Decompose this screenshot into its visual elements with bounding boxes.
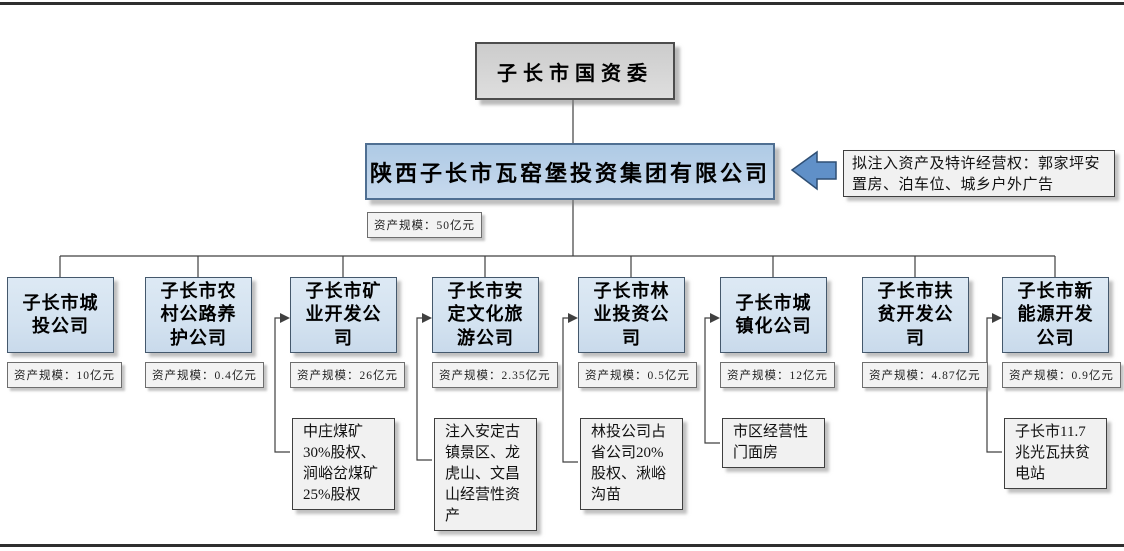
- subsidiary-injected-assets-note: 林投公司占省公司20%股权、湫峪沟苗: [580, 418, 683, 510]
- subsidiary-column: 子长市新能源开发公司 资产规模：0.9亿元 子长市11.7兆光瓦扶贫电站: [1002, 277, 1121, 489]
- root-org-box: 子长市国资委: [475, 42, 675, 100]
- subsidiary-box: 子长市扶贫开发公司: [862, 277, 969, 353]
- page-top-rule: [0, 2, 1124, 5]
- subsidiary-name: 子长市农村公路养护公司: [160, 280, 237, 348]
- subsidiary-box: 子长市矿业开发公司: [290, 277, 397, 353]
- subsidiary-box: 子长市城投公司: [7, 277, 114, 353]
- root-org-label: 子长市国资委: [497, 62, 653, 85]
- subsidiary-name: 子长市扶贫开发公司: [877, 280, 954, 348]
- subsidiary-asset-scale-badge: 资产规模：12亿元: [720, 362, 835, 388]
- subsidiary-injected-assets-note: 子长市11.7兆光瓦扶贫电站: [1004, 418, 1107, 489]
- subsidiary-column: 子长市扶贫开发公司 资产规模：4.87亿元: [862, 277, 988, 388]
- subsidiary-injected-assets-note: 注入安定古镇景区、龙虎山、文昌山经营性资产: [434, 418, 537, 531]
- subsidiary-box: 子长市林业投资公司: [578, 277, 685, 353]
- group-company-box: 陕西子长市瓦窑堡投资集团有限公司: [365, 143, 775, 200]
- subsidiary-box: 子长市安定文化旅游公司: [432, 277, 539, 353]
- subsidiary-asset-scale-badge: 资产规模：0.4亿元: [145, 362, 264, 388]
- subsidiary-name: 子长市林业投资公司: [593, 280, 670, 348]
- subsidiary-column: 子长市矿业开发公司 资产规模：26亿元 中庄煤矿30%股权、涧峪岔煤矿25%股权: [290, 277, 405, 510]
- subsidiary-column: 子长市林业投资公司 资产规模：0.5亿元 林投公司占省公司20%股权、湫峪沟苗: [578, 277, 697, 510]
- group-company-name: 陕西子长市瓦窑堡投资集团有限公司: [369, 160, 770, 186]
- subsidiary-column: 子长市城镇化公司 资产规模：12亿元 市区经营性门面房: [720, 277, 835, 468]
- subsidiary-asset-scale-badge: 资产规模：4.87亿元: [862, 362, 988, 388]
- subsidiary-asset-scale-badge: 资产规模：0.5亿元: [578, 362, 697, 388]
- subsidiary-asset-scale-badge: 资产规模：0.9亿元: [1002, 362, 1121, 388]
- subsidiary-column: 子长市城投公司 资产规模：10亿元: [7, 277, 122, 388]
- page-bottom-rule: [0, 544, 1124, 547]
- injection-note: 拟注入资产及特许经营权：郭家坪安置房、泊车位、城乡户外广告: [843, 150, 1115, 197]
- subsidiary-name: 子长市新能源开发公司: [1017, 280, 1094, 348]
- subsidiary-box: 子长市新能源开发公司: [1002, 277, 1109, 353]
- subsidiary-asset-scale-badge: 资产规模：10亿元: [7, 362, 122, 388]
- subsidiary-asset-scale-badge: 资产规模：26亿元: [290, 362, 405, 388]
- subsidiary-box: 子长市城镇化公司: [720, 277, 827, 353]
- subsidiary-injected-assets-note: 市区经营性门面房: [722, 418, 825, 468]
- subsidiary-name: 子长市城投公司: [22, 292, 99, 336]
- injection-arrow-icon: [790, 150, 837, 191]
- subsidiary-name: 子长市矿业开发公司: [305, 280, 382, 348]
- group-asset-scale-badge: 资产规模：50亿元: [367, 212, 482, 238]
- subsidiary-name: 子长市安定文化旅游公司: [447, 280, 524, 348]
- subsidiary-column: 子长市农村公路养护公司 资产规模：0.4亿元: [145, 277, 264, 388]
- subsidiary-asset-scale-badge: 资产规模：2.35亿元: [432, 362, 558, 388]
- subsidiary-name: 子长市城镇化公司: [735, 292, 812, 336]
- subsidiary-column: 子长市安定文化旅游公司 资产规模：2.35亿元 注入安定古镇景区、龙虎山、文昌山…: [432, 277, 558, 531]
- subsidiary-box: 子长市农村公路养护公司: [145, 277, 252, 353]
- subsidiary-injected-assets-note: 中庄煤矿30%股权、涧峪岔煤矿25%股权: [292, 418, 395, 510]
